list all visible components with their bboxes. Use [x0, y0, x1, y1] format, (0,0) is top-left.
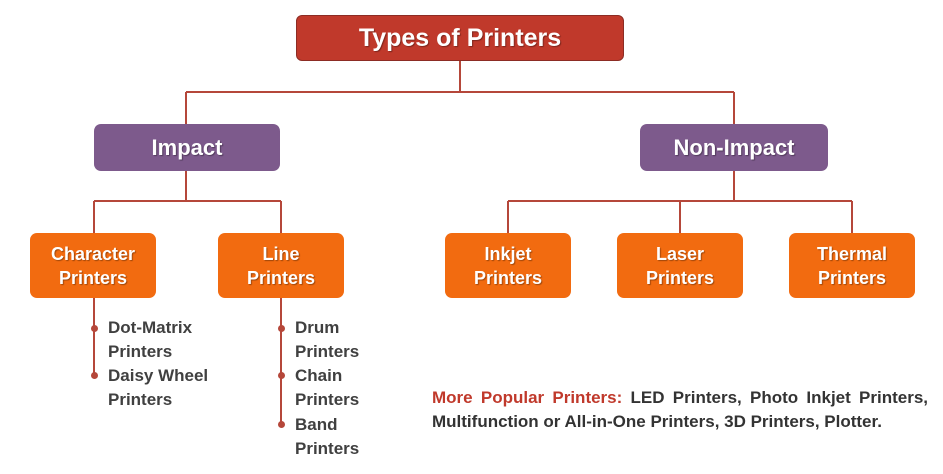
- laser-printers-label: Laser Printers: [645, 243, 715, 288]
- popular-heading: More Popular Printers:: [432, 388, 623, 407]
- node-inkjet-printers: Inkjet Printers: [445, 233, 571, 298]
- subtype-daisy-wheel: Daisy Wheel Printers: [108, 366, 209, 409]
- non-impact-label: Non-Impact: [673, 134, 795, 160]
- popular-text: LED Printers, Photo Inkjet Printers, Mul…: [432, 388, 928, 431]
- impact-label: Impact: [151, 134, 223, 160]
- node-line-printers: Line Printers: [218, 233, 344, 298]
- root-label: Types of Printers: [358, 23, 562, 52]
- node-laser-printers: Laser Printers: [617, 233, 743, 298]
- node-non-impact: Non-Impact: [640, 124, 828, 171]
- bullet-dot-matrix: [91, 325, 98, 332]
- bullet-chain: [278, 372, 285, 379]
- subtype-dot-matrix: Dot-Matrix Printers: [108, 318, 193, 361]
- bullet-daisy-wheel: [91, 372, 98, 379]
- node-impact: Impact: [94, 124, 280, 171]
- bullet-drum: [278, 325, 285, 332]
- thermal-printers-label: Thermal Printers: [816, 243, 888, 288]
- subtype-chain: Chain Printers: [295, 366, 360, 409]
- inkjet-printers-label: Inkjet Printers: [473, 243, 543, 288]
- more-popular-printers-note: More Popular Printers: LED Printers, Pho…: [432, 386, 928, 434]
- node-character-printers: Character Printers: [30, 233, 156, 298]
- subtype-band: Band Printers: [295, 415, 360, 458]
- subtype-drum: Drum Printers: [295, 318, 360, 361]
- line-printers-label: Line Printers: [246, 243, 316, 288]
- character-printers-label: Character Printers: [50, 243, 136, 288]
- root-node-types-of-printers: Types of Printers: [296, 15, 624, 61]
- bullet-band: [278, 421, 285, 428]
- node-thermal-printers: Thermal Printers: [789, 233, 915, 298]
